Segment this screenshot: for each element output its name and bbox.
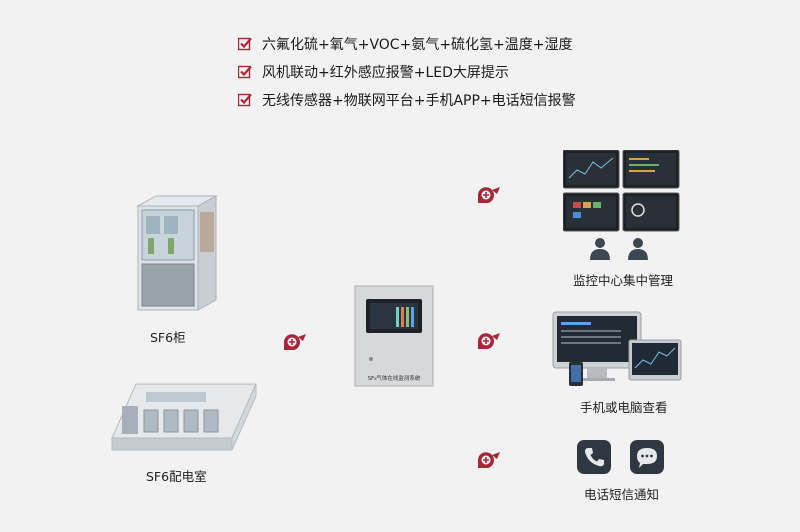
- sf6-room-illustration: [111, 383, 257, 451]
- user-icon: [590, 238, 610, 260]
- check-icon: [238, 37, 252, 51]
- feature-item: 无线传感器+物联网平台+手机APP+电话短信报警: [238, 86, 576, 114]
- phone-icon: [577, 440, 611, 474]
- feature-text: 六氟化硫+氧气+VOC+氨气+硫化氢+温度+湿度: [262, 37, 573, 53]
- cabinet-label: SF6柜: [150, 330, 186, 345]
- fan-icon: [284, 334, 306, 350]
- feature-item: 六氟化硫+氧气+VOC+氨气+硫化氢+温度+湿度: [238, 30, 576, 58]
- feature-text: 无线传感器+物联网平台+手机APP+电话短信报警: [262, 93, 576, 109]
- feature-list: 六氟化硫+氧气+VOC+氨气+硫化氢+温度+湿度 风机联动+红外感应报警+LED…: [238, 30, 576, 114]
- phone-label: 电话短信通知: [584, 487, 660, 502]
- feature-item: 风机联动+红外感应报警+LED大屏提示: [238, 58, 576, 86]
- mobile-label: 手机或电脑查看: [580, 400, 668, 415]
- feature-text: 风机联动+红外感应报警+LED大屏提示: [262, 65, 509, 81]
- check-icon: [238, 93, 252, 107]
- fan-icon: [478, 187, 500, 203]
- monitor-wall: [563, 150, 680, 232]
- check-icon: [238, 65, 252, 79]
- user-icon: [628, 238, 648, 260]
- computer-devices: [552, 311, 682, 386]
- sf6-cabinet-illustration: [136, 195, 218, 311]
- monitor-label: 监控中心集中管理: [573, 273, 674, 288]
- fan-icon: [478, 333, 500, 349]
- monitoring-device: [354, 285, 434, 387]
- chat-icon: [630, 440, 664, 474]
- room-label: SF6配电室: [146, 469, 207, 484]
- fan-icon: [478, 452, 500, 468]
- device-text: SF₆气体在线监测系统: [367, 376, 421, 382]
